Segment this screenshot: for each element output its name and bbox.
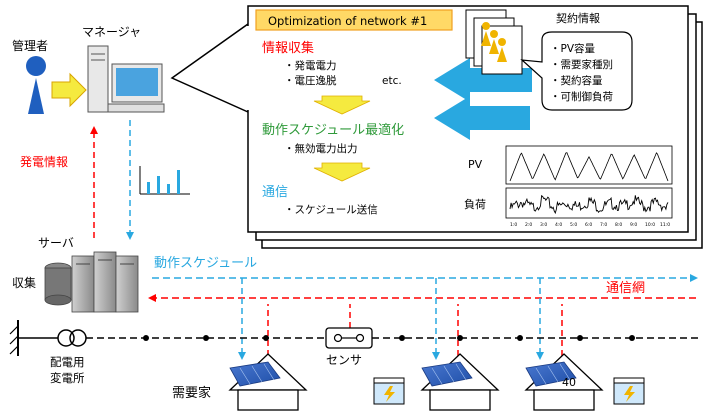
x-tick-label: 2:0 [525, 222, 532, 228]
battery-icon [373, 377, 405, 405]
feeder-nodes [143, 335, 635, 341]
load-series-line [509, 194, 669, 215]
schedule-label: 動作スケジュール [154, 256, 257, 271]
x-tick-label: 8:0 [615, 222, 622, 228]
pv-graph-label: PV [468, 158, 483, 171]
person-icon [490, 30, 498, 38]
pv-graph [509, 152, 669, 182]
consumer-label: 需要家 [172, 385, 211, 401]
gen-info-label: 発電情報 [20, 155, 68, 169]
x-tick-label: 11:0 [660, 222, 670, 228]
step1-item-2: ・電圧逸脱 [284, 74, 337, 87]
comm-net-label: 通信網 [606, 281, 645, 296]
person-icon [482, 22, 490, 30]
x-tick-label: 5:0 [570, 222, 577, 228]
contract-title: 契約情報 [556, 11, 600, 25]
house-icon [524, 353, 604, 411]
pv-panel-icon [229, 361, 281, 387]
admin-label: 管理者 [12, 38, 48, 53]
substation-label-2: 変電所 [50, 371, 85, 385]
manager-label: マネージャ [82, 25, 141, 39]
contract-bubble [520, 31, 633, 111]
contract-item-2: ・需要家種別 [550, 58, 613, 71]
battery-icon [613, 377, 645, 405]
graph-x-ticks: 1:0 2:0 3:0 4:0 5:0 6:0 7:0 8:0 9:0 10:0 11:0 [510, 222, 670, 228]
manager-computer-icon [87, 45, 165, 113]
person-icon [498, 38, 506, 46]
collect-label: 収集 [12, 275, 36, 290]
load-graph [509, 194, 669, 215]
pv-panel-icon [421, 361, 473, 387]
contract-item-4: ・可制御負荷 [550, 90, 613, 103]
step1-title: 情報収集 [262, 40, 314, 56]
sensor-icon [325, 327, 373, 349]
bar-chart-icon [139, 166, 190, 195]
contract-documents [465, 9, 523, 75]
substation-label-1: 配電用 [50, 355, 85, 369]
server-label: サーバ [38, 236, 74, 250]
step1-item-1: ・発電電力 [284, 59, 337, 72]
x-tick-label: 9:0 [630, 222, 637, 228]
step3-title: 通信 [262, 185, 288, 200]
x-tick-label: 10:0 [645, 222, 655, 228]
load-graph-label: 負荷 [464, 198, 486, 211]
panel-title-box [255, 9, 453, 31]
house-icon [420, 353, 500, 411]
step2-title: 動作スケジュール最適化 [262, 122, 404, 138]
contract-item-1: ・PV容量 [550, 42, 596, 55]
ground-icon [9, 320, 19, 356]
x-tick-label: 1:0 [510, 222, 517, 228]
step1-etc: etc. [382, 75, 402, 87]
x-tick-label: 7:0 [600, 222, 607, 228]
sensor-label: センサ [326, 353, 362, 367]
x-tick-label: 3:0 [540, 222, 547, 228]
panel-title: Optimization of network #1 [268, 14, 427, 28]
callout-wedge [170, 22, 249, 114]
step2-item-1: ・無効電力出力 [284, 142, 358, 155]
down-arrow-2 [313, 162, 371, 182]
transformer-icon [57, 329, 87, 347]
admin-person-icon [26, 56, 46, 114]
x-tick-label: 4:0 [555, 222, 562, 228]
load-graph-frame [505, 187, 673, 219]
contract-item-3: ・契約容量 [550, 74, 603, 87]
house-icon [228, 353, 308, 411]
admin-to-manager-arrow [51, 72, 87, 108]
house-number: 40 [562, 376, 576, 389]
down-arrow-1 [313, 95, 371, 115]
x-tick-label: 6:0 [585, 222, 592, 228]
pv-panel-icon [525, 361, 577, 387]
pv-graph-frame [505, 145, 673, 185]
server-icon [44, 251, 139, 313]
pv-series-line [509, 152, 669, 182]
blue-arrow-lower [434, 96, 530, 140]
step3-item-1: ・スケジュール送信 [284, 203, 378, 216]
